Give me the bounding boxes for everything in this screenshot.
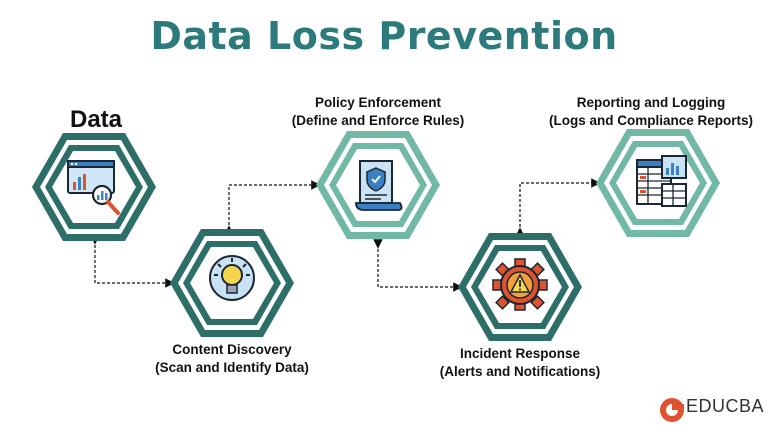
step-title: Content Discovery xyxy=(172,342,292,357)
step-label-incident-response: Incident Response (Alerts and Notificati… xyxy=(420,345,620,381)
brand-name: EDUCBA xyxy=(686,396,765,416)
connector-policy-to-incident xyxy=(373,239,463,292)
step-subtitle: (Alerts and Notifications) xyxy=(439,364,601,379)
page-title: Data Loss Prevention xyxy=(150,14,618,58)
step-subtitle: (Define and Enforce Rules) xyxy=(291,113,465,128)
step-subtitle: (Logs and Compliance Reports) xyxy=(548,113,754,128)
step-label-reporting-logging: Reporting and Logging (Logs and Complian… xyxy=(540,94,762,130)
step-title: Policy Enforcement xyxy=(314,95,442,110)
lightbulb-icon xyxy=(209,255,255,301)
report-sheet-icon xyxy=(636,155,687,207)
educba-logo-icon xyxy=(660,398,684,422)
connector-incident-to-reporting xyxy=(515,178,601,237)
step-title: Reporting and Logging xyxy=(576,95,726,110)
connector-discovery-to-policy xyxy=(224,180,321,235)
connector-data-to-discovery xyxy=(90,235,175,288)
data-label: Data xyxy=(70,106,123,133)
policy-document-icon xyxy=(355,160,403,211)
step-subtitle: (Scan and Identify Data) xyxy=(155,360,309,375)
step-label-content-discovery: Content Discovery (Scan and Identify Dat… xyxy=(132,341,332,377)
step-label-policy-enforcement: Policy Enforcement (Define and Enforce R… xyxy=(270,94,486,130)
warning-gear-icon xyxy=(492,258,548,311)
step-title: Incident Response xyxy=(459,346,581,361)
data-analytics-icon xyxy=(67,160,120,215)
educba-logo: EDUCBA xyxy=(658,396,764,417)
